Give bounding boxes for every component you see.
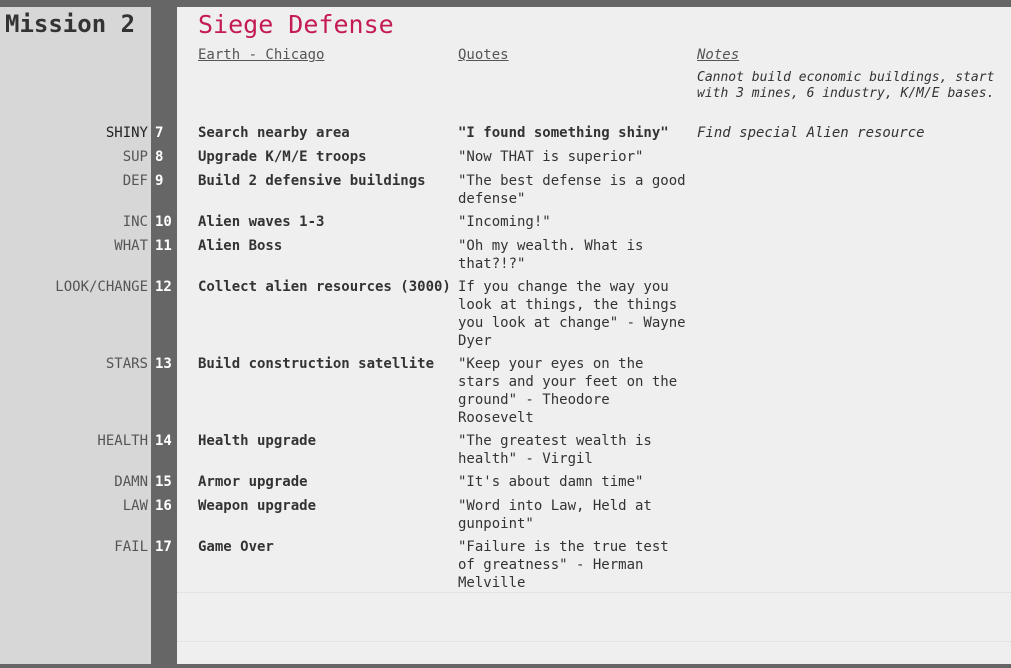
row-quote: "Oh my wealth. What is that?!?": [458, 238, 644, 272]
row-tag: SHINY: [105, 125, 148, 141]
row-number: 12: [155, 279, 172, 295]
row-task: Armor upgrade: [198, 474, 308, 490]
row-quote: "It's about damn time": [458, 474, 644, 490]
row-quote: "The best defense is a good defense": [458, 173, 686, 207]
row-task: Build 2 defensive buildings: [198, 173, 426, 189]
row-number: 16: [155, 498, 172, 514]
row-number: 14: [155, 433, 172, 449]
row-task: Build construction satellite: [198, 356, 435, 372]
page-title: Siege Defense: [198, 10, 394, 39]
row-quote: "Incoming!": [458, 214, 551, 230]
row-number: 11: [155, 238, 172, 254]
row-tag: SUP: [122, 149, 148, 165]
row-task: Upgrade K/M/E troops: [198, 149, 367, 165]
row-quote: "Now THAT is superior": [458, 149, 644, 165]
row-number: 15: [155, 474, 172, 490]
row-tag: INC: [122, 214, 148, 230]
row-number: 13: [155, 356, 172, 372]
row-number: 10: [155, 214, 172, 230]
column-header-quotes: Quotes: [458, 47, 509, 63]
row-tag: WHAT: [114, 238, 148, 254]
row-task: Weapon upgrade: [198, 498, 317, 514]
row-quote: "Word into Law, Held at gunpoint": [458, 498, 652, 532]
row-task: Health upgrade: [198, 433, 317, 449]
row-task: Collect alien resources (3000): [198, 279, 451, 295]
row-tag: DEF: [122, 173, 148, 189]
row-task: Alien Boss: [198, 238, 283, 254]
row-tag: DAMN: [114, 474, 148, 490]
row-tag: HEALTH: [97, 433, 148, 449]
bottom-bar: [0, 664, 1011, 668]
row-quote: "Keep your eyes on the stars and your fe…: [458, 356, 678, 426]
column-header-notes: Notes: [697, 47, 740, 63]
divider: [177, 641, 1011, 642]
row-tag: FAIL: [114, 539, 148, 555]
divider: [177, 592, 1011, 593]
row-note: Find special Alien resource: [697, 125, 925, 141]
column-header-location: Earth - Chicago: [198, 47, 325, 63]
row-number: 17: [155, 539, 172, 555]
row-tag: LOOK/CHANGE: [55, 279, 148, 295]
row-quote: "The greatest wealth is health" - Virgil: [458, 433, 652, 467]
row-task: Game Over: [198, 539, 274, 555]
left-panel: [0, 7, 151, 664]
row-number: 9: [155, 173, 164, 189]
top-bar: [0, 0, 1011, 7]
row-number: 8: [155, 149, 164, 165]
row-task: Alien waves 1-3: [198, 214, 325, 230]
row-tag: LAW: [122, 498, 148, 514]
row-tag: STARS: [105, 356, 148, 372]
mission-label: Mission 2: [5, 10, 136, 38]
intro-note: Cannot build economic buildings, start w…: [697, 70, 995, 101]
row-task: Search nearby area: [198, 125, 350, 141]
row-quote: If you change the way you look at things…: [458, 279, 686, 349]
line-number-gutter: [151, 7, 177, 664]
row-quote: "I found something shiny": [458, 125, 669, 141]
row-number: 7: [155, 125, 164, 141]
row-quote: "Failure is the true test of greatness" …: [458, 539, 669, 591]
